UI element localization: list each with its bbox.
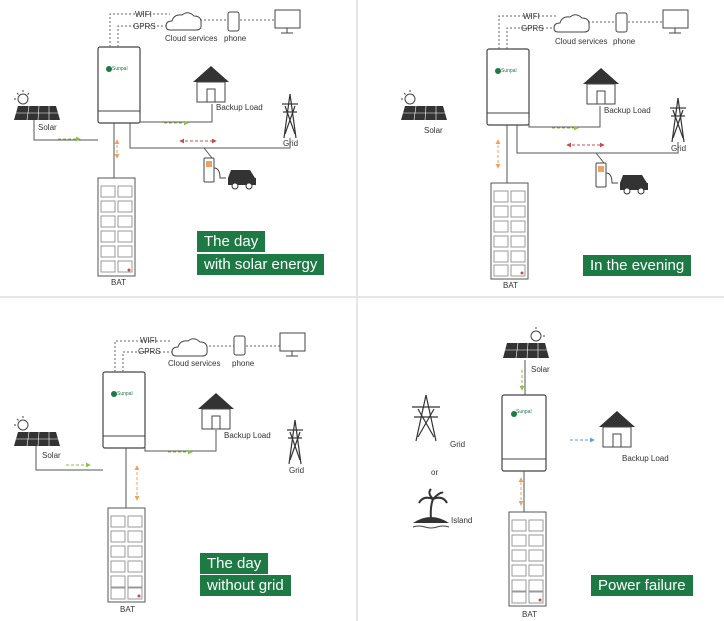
pylon-icon — [287, 419, 303, 465]
car-icon — [228, 170, 256, 190]
bat-label: BAT — [522, 610, 537, 619]
battery-stack-icon — [97, 177, 136, 277]
wifi-label: WIFI — [523, 12, 540, 21]
inverter — [501, 394, 547, 472]
car-icon — [620, 175, 648, 195]
inverter — [102, 371, 146, 449]
solar-label: Solar — [38, 123, 57, 132]
solar-panel-icon — [14, 416, 60, 447]
grid-line — [129, 123, 291, 149]
house-icon — [599, 411, 635, 448]
house-icon — [193, 66, 229, 103]
brand-logo: Sunpal — [516, 409, 532, 415]
island-icon — [412, 488, 450, 529]
solar-label: Solar — [531, 365, 550, 374]
grid-label: Grid — [283, 139, 299, 148]
scenario-title: In the evening — [583, 255, 692, 276]
monitor-icon — [279, 332, 306, 357]
phone-label: phone — [232, 359, 255, 368]
backup-load-label: Backup Load — [622, 454, 669, 463]
inverter — [486, 48, 530, 126]
solar-label: Solar — [424, 126, 443, 135]
pylon-icon — [412, 394, 440, 442]
scenario-title-line-1: The day — [200, 553, 269, 574]
cloud-icon — [165, 12, 202, 31]
backup-load-label: Backup Load — [216, 103, 263, 112]
wifi-label: WIFI — [140, 336, 157, 345]
bat-label: BAT — [120, 605, 135, 614]
brand-logo: Sunpal — [501, 68, 517, 74]
cloud-icon — [553, 14, 590, 33]
phone-icon — [227, 11, 240, 32]
panel-in-the-evening — [401, 9, 689, 280]
battery-stack-icon — [508, 511, 547, 607]
scenario-title-line-1: The day — [197, 231, 266, 252]
bat-label: BAT — [503, 281, 518, 290]
battery-stack-icon — [107, 507, 146, 603]
inverter — [97, 46, 141, 124]
comms-lines — [114, 340, 280, 372]
cloud-services-label: Cloud services — [168, 359, 221, 368]
gprs-label: GPRS — [138, 347, 161, 356]
comms-lines — [498, 15, 663, 49]
solar-panel-icon — [401, 90, 447, 121]
island-label: Island — [451, 516, 473, 525]
scenario-title: Power failure — [591, 575, 693, 596]
ev-charger-icon — [203, 157, 226, 183]
monitor-icon — [274, 9, 301, 34]
solar-panel-icon — [503, 327, 549, 359]
solar-label: Solar — [42, 451, 61, 460]
grid-label: Grid — [450, 440, 466, 449]
scenario-title-line-2: without grid — [200, 575, 291, 596]
load-line — [528, 106, 601, 128]
pylon-icon — [670, 97, 686, 143]
phone-label: phone — [224, 34, 247, 43]
scenario-title-line-2: with solar energy — [197, 254, 325, 275]
panel-day-with-solar — [14, 9, 301, 277]
or-label: or — [431, 468, 439, 477]
bat-label: BAT — [111, 278, 126, 287]
panel-day-without-grid — [14, 332, 306, 603]
gprs-label: GPRS — [521, 24, 544, 33]
backup-load-label: Backup Load — [224, 431, 271, 440]
comms-lines — [109, 13, 275, 47]
cloud-services-label: Cloud services — [165, 34, 218, 43]
phone-icon — [615, 12, 628, 33]
phone-label: phone — [613, 37, 636, 46]
house-icon — [583, 68, 619, 105]
load-line — [144, 430, 217, 452]
grid-label: Grid — [671, 144, 687, 153]
monitor-icon — [662, 9, 689, 34]
backup-load-label: Backup Load — [604, 106, 651, 115]
wifi-label: WIFI — [135, 10, 152, 19]
battery-stack-icon — [490, 182, 529, 280]
gprs-label: GPRS — [133, 22, 156, 31]
phone-icon — [233, 335, 246, 356]
panel-power-failure — [412, 327, 635, 607]
load-line — [139, 104, 213, 123]
house-icon — [198, 393, 234, 430]
brand-logo: Sunpal — [117, 391, 133, 397]
grid-label: Grid — [289, 466, 305, 475]
ev-charger-icon — [595, 162, 618, 188]
grid-line — [516, 125, 679, 154]
cloud-services-label: Cloud services — [555, 37, 608, 46]
solar-line — [35, 446, 103, 471]
solar-panel-icon — [14, 90, 60, 121]
pylon-icon — [282, 93, 298, 139]
brand-logo: Sunpal — [112, 66, 128, 72]
cloud-icon — [171, 338, 208, 357]
